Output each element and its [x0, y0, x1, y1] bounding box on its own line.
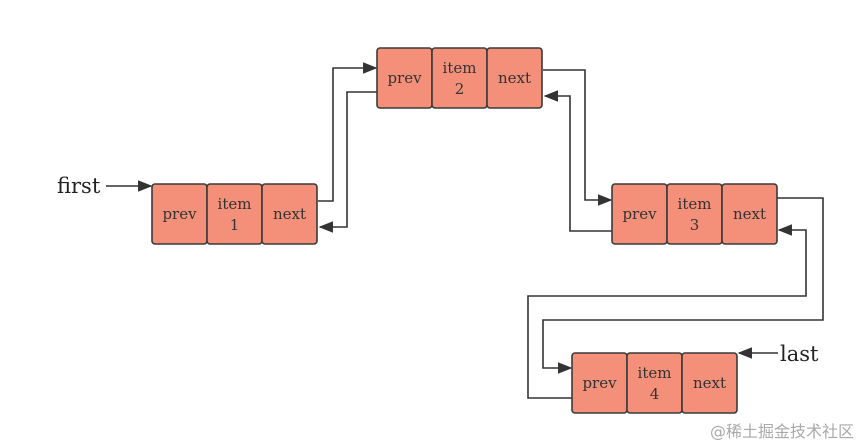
item-number: 3: [690, 216, 700, 234]
connectors: [106, 62, 824, 399]
node4-prev-to-node3-arrow: [527, 224, 807, 399]
node3-prev-to-node2-arrow: [543, 90, 612, 232]
node3-next-to-node4-arrow: [542, 197, 824, 374]
item-field: item 3: [666, 183, 723, 245]
next-field: next: [261, 183, 318, 245]
node2-prev-to-node1-arrow: [318, 91, 377, 233]
next-label: next: [273, 205, 306, 223]
prev-label: prev: [582, 374, 617, 392]
prev-label: prev: [162, 205, 197, 223]
prev-field: prev: [571, 352, 628, 414]
list-node-1: prev item 1 next: [151, 183, 318, 245]
last-label: last: [780, 342, 819, 366]
watermark: @稀土掘金技术社区: [709, 422, 854, 441]
item-number: 4: [650, 385, 660, 403]
node1-next-to-node2-arrow: [318, 62, 378, 202]
item-label: item: [638, 364, 672, 382]
node2-next-to-node3-arrow: [543, 69, 613, 206]
item-field: item 1: [206, 183, 263, 245]
item-field: item 2: [431, 47, 488, 109]
item-label: item: [443, 59, 477, 77]
item-field: item 4: [626, 352, 683, 414]
item-label: item: [218, 195, 252, 213]
prev-label: prev: [387, 69, 422, 87]
item-number: 2: [455, 80, 465, 98]
prev-field: prev: [151, 183, 208, 245]
next-field: next: [721, 183, 778, 245]
next-label: next: [693, 374, 726, 392]
next-label: next: [498, 69, 531, 87]
prev-field: prev: [376, 47, 433, 109]
list-node-2: prev item 2 next: [376, 47, 543, 109]
first-label: first: [57, 174, 101, 198]
prev-field: prev: [611, 183, 668, 245]
list-node-3: prev item 3 next: [611, 183, 778, 245]
list-node-4: prev item 4 next: [571, 352, 738, 414]
next-label: next: [733, 205, 766, 223]
prev-label: prev: [622, 205, 657, 223]
item-label: item: [678, 195, 712, 213]
item-number: 1: [230, 216, 240, 234]
next-field: next: [681, 352, 738, 414]
next-field: next: [486, 47, 543, 109]
